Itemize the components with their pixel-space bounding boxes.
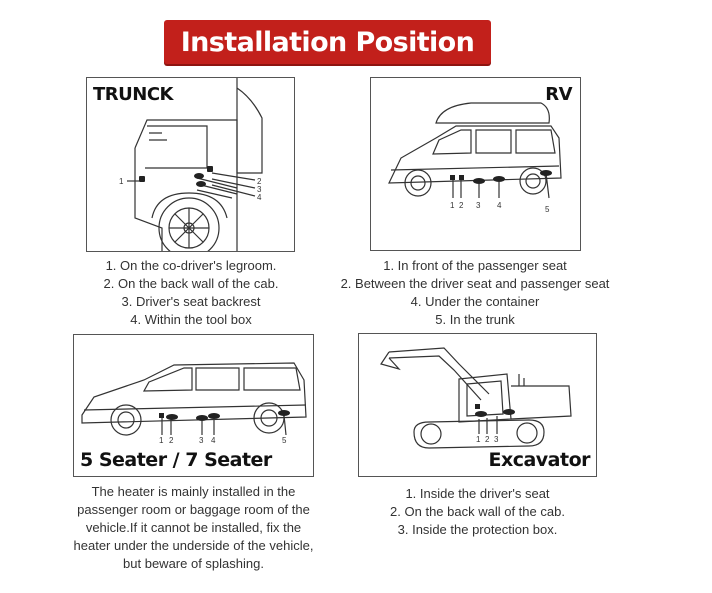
page-title: Installation Position xyxy=(180,26,475,58)
excavator-panel-title: Excavator xyxy=(488,449,590,471)
truck-illustration: 1 2 3 4 xyxy=(119,78,263,251)
seater-panel: 1 2 3 4 5 5 Seater / 7 Seater xyxy=(73,334,314,477)
rv-item-5: 5. In the trunk xyxy=(435,312,515,327)
excavator-caption: 1. Inside the driver's seat 2. On the ba… xyxy=(345,485,610,539)
seater-caption: The heater is mainly installed in the pa… xyxy=(73,483,314,573)
excavator-item-1: 1. Inside the driver's seat xyxy=(405,486,550,501)
rv-item-4: 4. Under the container xyxy=(410,294,540,309)
excavator-item-3: 3. Inside the protection box. xyxy=(397,522,558,537)
truck-caption: 1. On the co-driver's legroom. 2. On the… xyxy=(66,257,316,329)
seater-marker-2: 2 xyxy=(169,436,174,445)
truck-item-2: 2. On the back wall of the cab. xyxy=(103,276,279,291)
rv-illustration: 1 2 3 4 5 xyxy=(388,102,562,214)
rv-marker-3: 3 xyxy=(476,201,481,210)
rv-panel: RV 1 2 3 4 5 xyxy=(370,77,581,251)
excavator-illustration: 1 2 3 xyxy=(380,347,572,449)
truck-marker-1: 1 xyxy=(119,177,124,186)
seater-marker-1: 1 xyxy=(159,436,164,445)
rv-item-1: 1. In front of the passenger seat xyxy=(383,258,567,273)
truck-item-3: 3. Driver's seat backrest xyxy=(121,294,261,309)
truck-marker-2: 2 xyxy=(257,177,262,186)
excavator-item-2: 2. On the back wall of the cab. xyxy=(390,504,565,519)
rv-item-2: 2. Between the driver seat and passenger… xyxy=(340,276,610,291)
excavator-panel: 1 2 3 Excavator xyxy=(358,333,597,477)
seater-description: The heater is mainly installed in the pa… xyxy=(73,484,314,571)
truck-panel-title: TRUNCK xyxy=(93,84,173,105)
seater-marker-4: 4 xyxy=(211,436,216,445)
rv-marker-5: 5 xyxy=(545,205,550,214)
truck-item-1: 1. On the co-driver's legroom. xyxy=(105,258,277,273)
seater-illustration: 1 2 3 4 5 xyxy=(81,362,307,445)
truck-marker-4: 4 xyxy=(257,193,262,202)
excavator-marker-1: 1 xyxy=(476,435,481,444)
rv-panel-title: RV xyxy=(545,84,572,105)
rv-caption: 1. In front of the passenger seat 2. Bet… xyxy=(330,257,620,329)
rv-marker-1: 1 xyxy=(450,201,455,210)
rv-marker-2: 2 xyxy=(459,201,464,210)
title-banner: Installation Position xyxy=(164,20,491,64)
truck-marker-3: 3 xyxy=(257,185,262,194)
truck-item-4: 4. Within the tool box xyxy=(130,312,252,327)
rv-marker-4: 4 xyxy=(497,201,502,210)
seater-marker-5: 5 xyxy=(282,436,287,445)
excavator-marker-3: 3 xyxy=(494,435,499,444)
truck-panel: TRUNCK 1 2 3 4 xyxy=(86,77,295,252)
excavator-marker-2: 2 xyxy=(485,435,490,444)
seater-panel-title: 5 Seater / 7 Seater xyxy=(80,449,272,471)
seater-marker-3: 3 xyxy=(199,436,204,445)
